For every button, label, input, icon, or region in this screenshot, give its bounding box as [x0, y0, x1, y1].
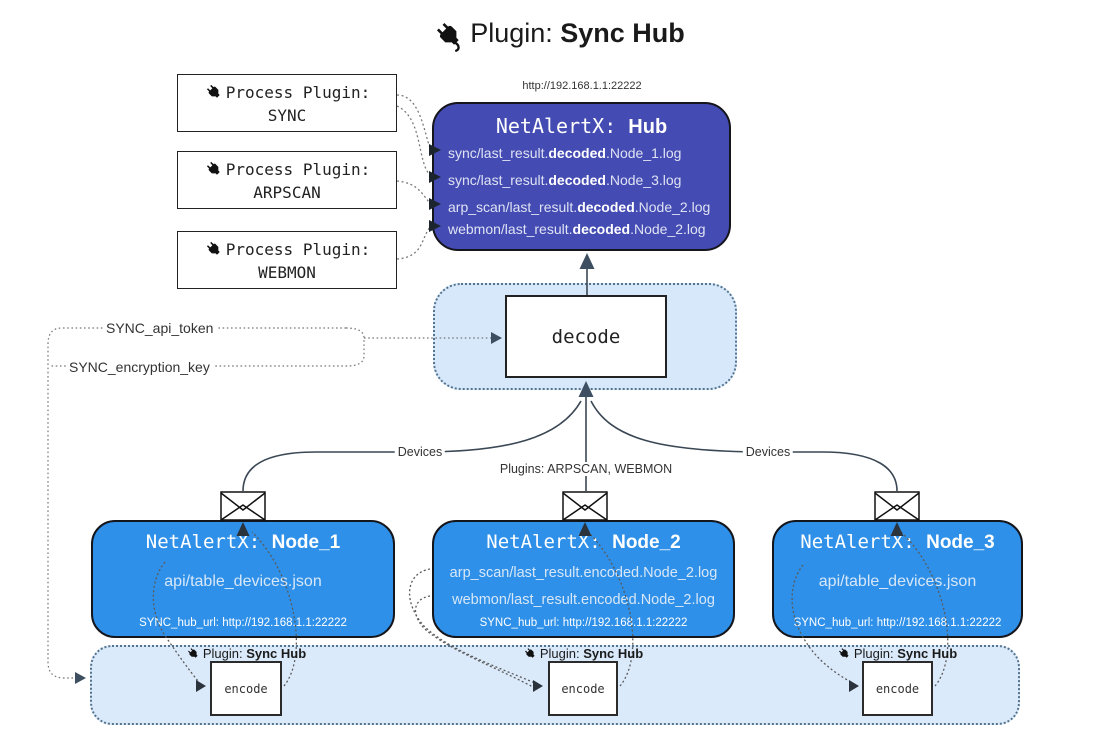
encoder-label: Plugin: Sync Hub — [523, 646, 643, 661]
process-plugin-name: SYNC — [267, 106, 307, 125]
plug-icon — [525, 648, 535, 658]
hub-log-line: arp_scan/last_result.decoded.Node_2.log — [448, 199, 711, 215]
devices-label-right: Devices — [742, 445, 794, 459]
encoder-label: Plugin: Sync Hub — [186, 646, 306, 661]
plug-icon — [206, 161, 220, 175]
node-box-node3: NetAlertX: Node_3 api/table_devices.json… — [772, 520, 1023, 638]
node-title: NetAlertX: Node_1 — [145, 531, 341, 553]
node-box-node2: NetAlertX: Node_2 arp_scan/last_result.e… — [432, 520, 735, 638]
node-title: NetAlertX: Node_3 — [800, 531, 995, 553]
node-box-node1: NetAlertX: Node_1 api/table_devices.json… — [91, 520, 395, 638]
process-plugin-box-sync: Process Plugin: SYNC — [177, 74, 397, 132]
process-plugin-name: ARPSCAN — [253, 183, 321, 202]
hub-title: NetAlertX: Hub — [495, 114, 668, 138]
plugin-hub-connectors — [396, 94, 431, 260]
hub-log-line: sync/last_result.decoded.Node_3.log — [448, 172, 682, 188]
node-hub-url: SYNC_hub_url: http://192.168.1.1:22222 — [139, 617, 347, 629]
plug-icon — [206, 84, 220, 98]
node-file: arp_scan/last_result.encoded.Node_2.log — [449, 565, 718, 581]
node-hub-url: SYNC_hub_url: http://192.168.1.1:22222 — [793, 617, 1002, 629]
plugins-edge-label: Plugins: ARPSCAN, WEBMON — [496, 462, 676, 476]
hub-url-label: http://192.168.1.1:22222 — [522, 80, 642, 92]
plug-icon — [206, 241, 220, 255]
hub-log-line: sync/last_result.decoded.Node_1.log — [448, 145, 682, 161]
encode-box: encode — [210, 661, 282, 716]
envelope-icon — [562, 491, 608, 521]
plug-icon — [839, 648, 849, 658]
devices-label-left: Devices — [394, 445, 446, 459]
decode-box: decode — [505, 295, 667, 378]
plug-icon — [437, 22, 460, 52]
envelope-icon — [220, 491, 266, 521]
page-title: Plugin: Sync Hub — [0, 18, 1117, 52]
sync-api-token-label: SYNC_api_token — [103, 320, 217, 336]
hub-box: NetAlertX: Hub sync/last_result.decoded.… — [432, 102, 731, 251]
process-plugin-box-webmon: Process Plugin: WEBMON — [177, 231, 397, 289]
process-plugin-name: WEBMON — [258, 263, 316, 282]
plug-icon — [188, 648, 198, 658]
title-prefix: Plugin: — [470, 18, 561, 49]
hub-log-line: webmon/last_result.decoded.Node_2.log — [448, 221, 706, 237]
process-plugin-box-arpscan: Process Plugin: ARPSCAN — [177, 151, 397, 209]
title-bold: Sync Hub — [560, 18, 685, 49]
node-hub-url: SYNC_hub_url: http://192.168.1.1:22222 — [479, 617, 688, 629]
sync-encryption-key-label: SYNC_encryption_key — [66, 359, 213, 375]
node-title: NetAlertX: Node_2 — [486, 531, 681, 553]
node-file: api/table_devices.json — [818, 573, 977, 590]
encode-box: encode — [548, 661, 618, 716]
node-file: api/table_devices.json — [164, 573, 322, 590]
encoder-label: Plugin: Sync Hub — [837, 646, 957, 661]
encode-box: encode — [862, 661, 933, 716]
node-file: webmon/last_result.encoded.Node_2.log — [452, 592, 715, 608]
envelope-icon — [874, 491, 920, 521]
